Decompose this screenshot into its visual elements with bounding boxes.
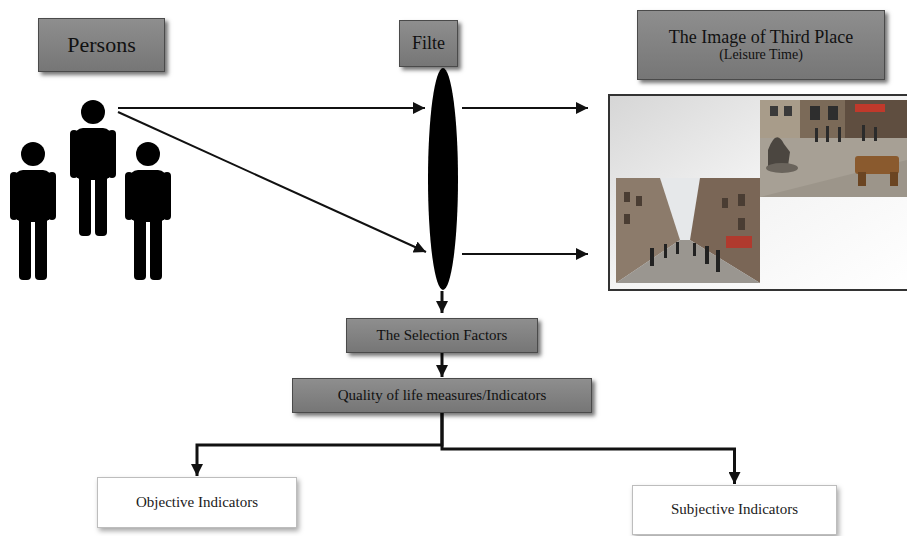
connector-arrow: [197, 413, 442, 476]
person-figure: [70, 100, 116, 236]
ray-arrow: [118, 107, 425, 109]
person-icons: [10, 100, 171, 280]
box-label: Quality of life measures/Indicators: [338, 387, 547, 404]
lens-filter: [428, 68, 458, 290]
process-box: The Selection Factors: [346, 318, 538, 353]
connector-arrow: [442, 413, 735, 484]
box-label: The Image of Third Place: [669, 27, 854, 48]
plaza-photo: [760, 100, 907, 197]
ray-arrow: [462, 253, 588, 255]
photo-panel: [609, 95, 907, 290]
person-figure: [125, 142, 171, 280]
process-box: Quality of life measures/Indicators: [292, 378, 592, 413]
down-arrow: [441, 291, 444, 313]
ray-arrow: [462, 107, 588, 109]
box-label: Objective Indicators: [136, 494, 258, 511]
person-figure: [10, 142, 56, 280]
ray-arrows: [118, 108, 588, 313]
label-box: Filte: [399, 20, 458, 67]
box-label: Filte: [412, 33, 445, 54]
box-label: Persons: [67, 32, 135, 57]
ray-arrow: [118, 112, 426, 252]
box-sublabel: (Leisure Time): [719, 47, 803, 63]
label-box: Persons: [38, 18, 165, 72]
indicator-box: Objective Indicators: [97, 477, 297, 528]
panel-frame: [609, 95, 907, 290]
label-box: The Image of Third Place(Leisure Time): [637, 10, 885, 80]
street-photo: [616, 178, 760, 283]
connector-arrow: [441, 353, 444, 377]
indicator-box: Subjective Indicators: [632, 485, 837, 535]
box-label: Subjective Indicators: [671, 501, 798, 518]
box-label: The Selection Factors: [377, 327, 508, 344]
